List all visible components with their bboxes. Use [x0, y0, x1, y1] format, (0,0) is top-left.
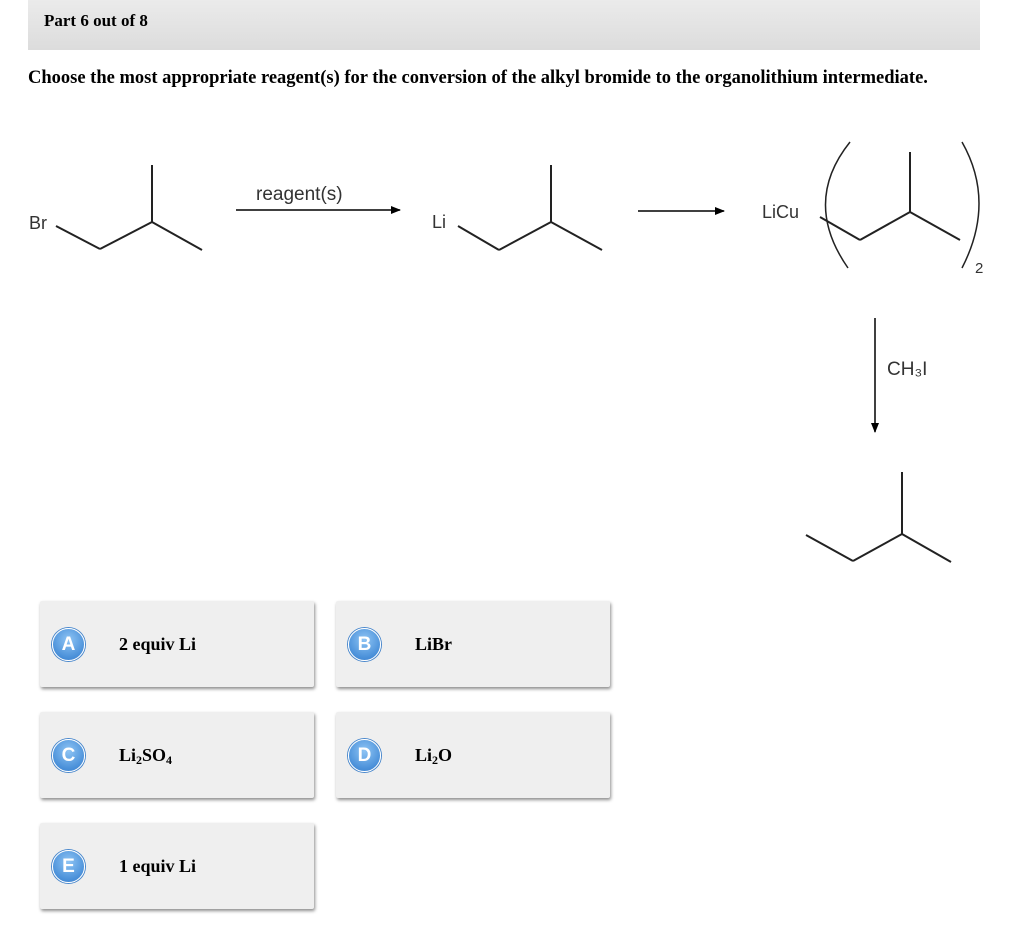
choice-label-c: Li2SO4 [119, 745, 173, 767]
choice-label-e: 1 equiv Li [119, 856, 197, 876]
reaction-scheme: Br reagent(s) Li LiCu 2 CH₃I [29, 141, 983, 563]
right-parenthesis [961, 141, 980, 269]
organolithium-structure [457, 165, 603, 251]
reagent-label: reagent(s) [256, 184, 343, 205]
choice-badge-e: E [52, 850, 85, 883]
methyl-iodide-label: CH₃I [887, 359, 927, 380]
cuprate-subscript: 2 [975, 260, 983, 277]
bromine-label: Br [29, 213, 47, 233]
lithium-label: Li [432, 212, 446, 232]
alkyl-bromide-structure [55, 165, 203, 251]
choice-d[interactable]: D Li2O [336, 712, 610, 798]
cuprate-structure [819, 152, 961, 241]
choice-label-a: 2 equiv Li [119, 634, 197, 654]
left-parenthesis [824, 141, 851, 269]
choice-e[interactable]: E 1 equiv Li [40, 823, 314, 909]
choice-b[interactable]: B LiBr [336, 601, 610, 687]
choice-a[interactable]: A 2 equiv Li [40, 601, 314, 687]
choice-label-b: LiBr [415, 634, 453, 654]
part-header: Part 6 out of 8 [28, 0, 980, 50]
choice-badge-a: A [52, 628, 85, 661]
choice-badge-c: C [52, 739, 85, 772]
choice-label-d: Li2O [415, 745, 453, 767]
choice-badge-d: D [348, 739, 381, 772]
choice-badge-b: B [348, 628, 381, 661]
question-text: Choose the most appropriate reagent(s) f… [28, 68, 928, 88]
product-structure [805, 472, 952, 563]
part-title: Part 6 out of 8 [44, 11, 148, 30]
choice-c[interactable]: C Li2SO4 [40, 712, 314, 798]
cuprate-label: LiCu [762, 202, 799, 222]
